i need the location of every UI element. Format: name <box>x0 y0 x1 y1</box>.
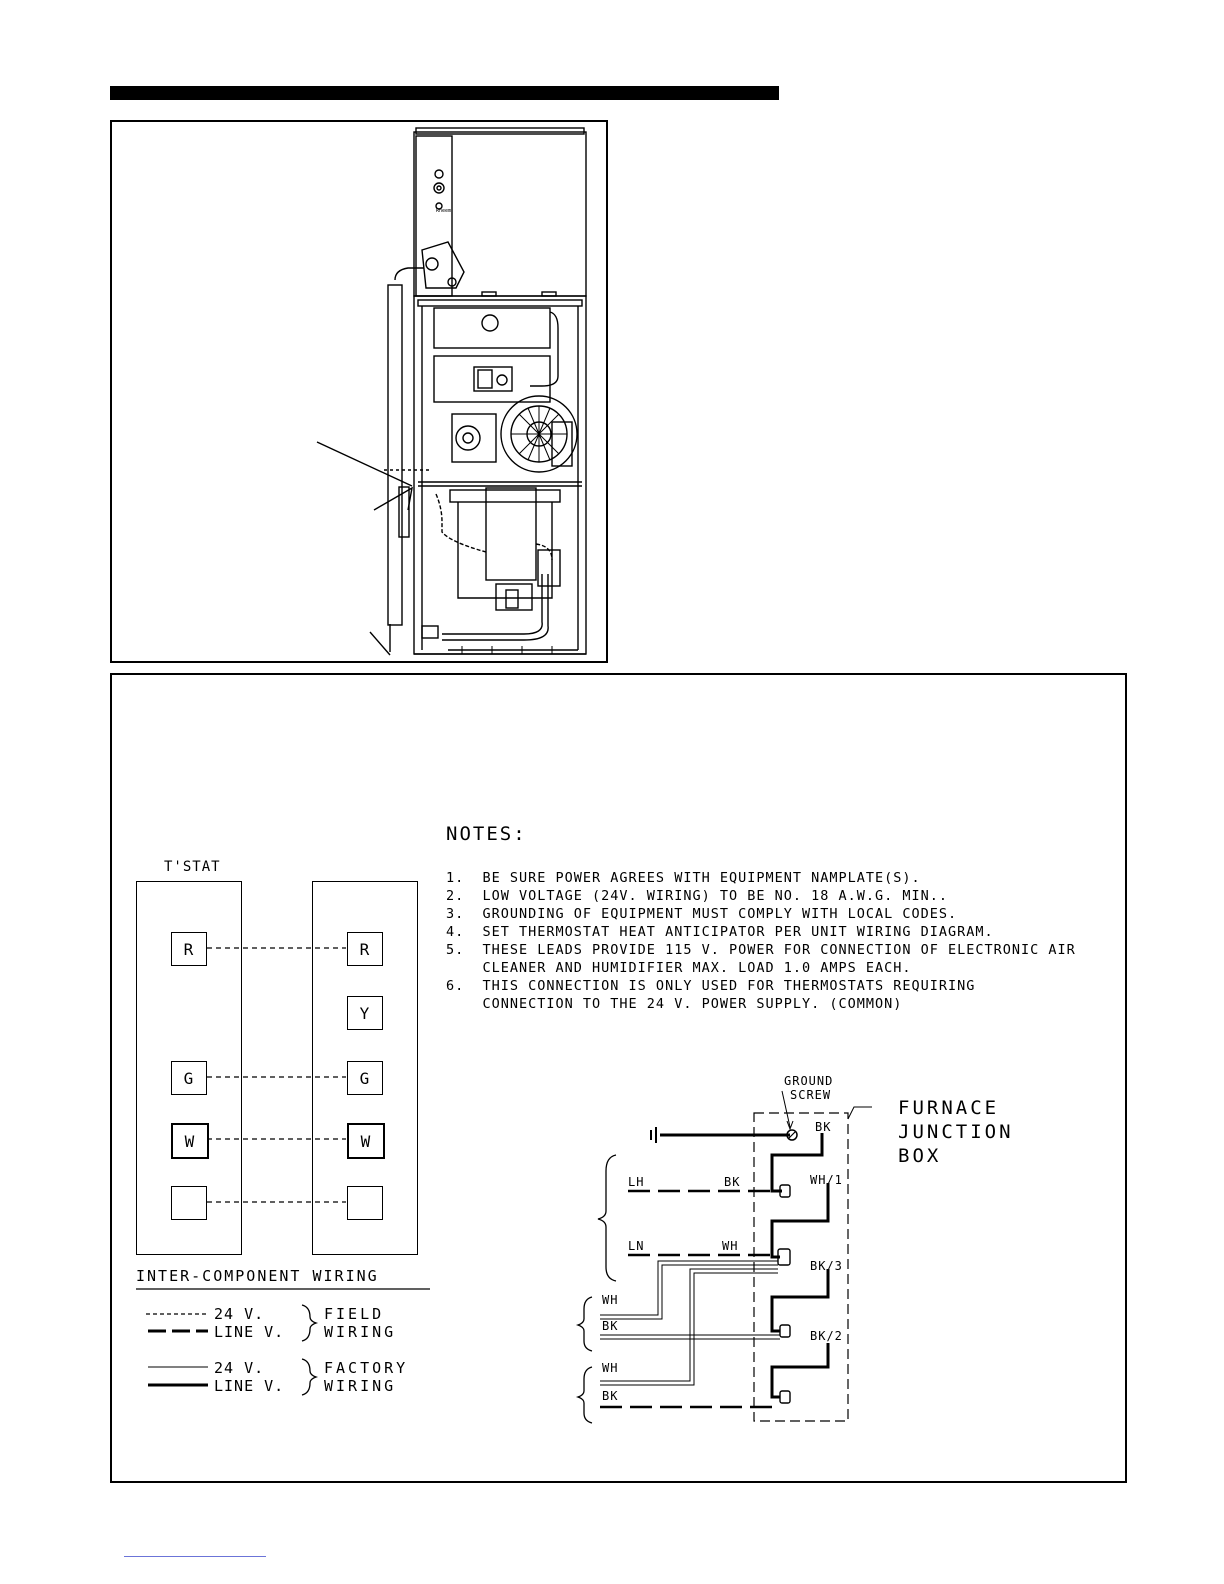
ground-screw-label: GROUND <box>784 1074 834 1088</box>
note-line: 5. THESE LEADS PROVIDE 115 V. POWER FOR … <box>446 942 1076 958</box>
note-line: 2. LOW VOLTAGE (24V. WIRING) TO BE NO. 1… <box>446 888 949 904</box>
note-line: CONNECTION TO THE 24 V. POWER SUPPLY. (C… <box>446 996 903 1012</box>
terminal-left-r[interactable]: R <box>171 932 207 966</box>
wire-nut-icon <box>777 1248 791 1266</box>
junction-box-label: JUNCTION <box>898 1121 1014 1143</box>
leader-line-1 <box>316 441 413 487</box>
terminal-right-r[interactable]: R <box>347 932 383 966</box>
terminal-left-g[interactable]: G <box>171 1061 207 1095</box>
supply-label-lh: LH <box>628 1175 645 1189</box>
junction-box-label: FURNACE <box>898 1097 1000 1119</box>
accessory-label-wh: WH <box>602 1361 619 1375</box>
thermostat-title: T'STAT <box>164 859 221 875</box>
note-line: CLEANER AND HUMIDIFIER MAX. LOAD 1.0 AMP… <box>446 960 912 976</box>
note-line: 3. GROUNDING OF EQUIPMENT MUST COMPLY WI… <box>446 906 958 922</box>
header-bar <box>110 86 779 100</box>
wire-label-bk2: BK/2 <box>810 1329 843 1343</box>
terminal-right-y[interactable]: Y <box>347 996 383 1030</box>
legend-factory-wiring: WIRING <box>324 1377 397 1395</box>
supply-label-ln: LN <box>628 1239 645 1253</box>
accessory-label-bk: BK <box>602 1319 619 1333</box>
notes-title: NOTES: <box>446 823 527 845</box>
wiring-diagram-frame: T'STAT R G W R Y G W <box>110 673 1127 1483</box>
wire-nut-icon <box>779 1324 791 1338</box>
leader-arrow-1 <box>373 486 413 511</box>
furnace-badge: Rheem <box>436 208 452 214</box>
thermostat-connectors <box>136 947 430 1396</box>
junction-box-schematic <box>575 1090 872 1424</box>
furnace-illustration <box>316 127 587 656</box>
wire-label-wh1: WH/1 <box>810 1173 843 1187</box>
legend-factory-label: FACTORY <box>324 1359 409 1377</box>
junction-box-outline <box>753 1112 849 1422</box>
supply-label-bk: BK <box>724 1175 741 1189</box>
thermostat-right-panel <box>312 881 418 1255</box>
note-line: 4. SET THERMOSTAT HEAT ANTICIPATOR PER U… <box>446 924 994 940</box>
leader-line-2 <box>369 631 391 656</box>
ground-screw-icon <box>786 1129 798 1141</box>
terminal-right-g[interactable]: G <box>347 1061 383 1095</box>
legend-title: INTER-COMPONENT WIRING <box>136 1267 379 1285</box>
legend-factory-24v: 24 V. <box>214 1359 265 1377</box>
accessory-label-wh: WH <box>602 1293 619 1307</box>
terminal-left-w[interactable]: W <box>171 1123 209 1159</box>
note-line: 1. BE SURE POWER AGREES WITH EQUIPMENT N… <box>446 870 921 886</box>
wire-label-bk3: BK/3 <box>810 1259 843 1273</box>
ground-screw-label: SCREW <box>790 1088 832 1102</box>
legend-field-linev: LINE V. <box>214 1323 285 1341</box>
legend-factory-linev: LINE V. <box>214 1377 285 1395</box>
legend-field-24v: 24 V. <box>214 1305 265 1323</box>
furnace-illustration-frame: Rheem <box>110 120 608 663</box>
terminal-right-c[interactable] <box>347 1186 383 1220</box>
thermostat-left-panel <box>136 881 242 1255</box>
supply-label-wh: WH <box>722 1239 739 1253</box>
note-line: 6. THIS CONNECTION IS ONLY USED FOR THER… <box>446 978 976 994</box>
legend-field-label: FIELD <box>324 1305 385 1323</box>
notes-list: 1. BE SURE POWER AGREES WITH EQUIPMENT N… <box>446 869 1076 1013</box>
terminal-left-c[interactable] <box>171 1186 207 1220</box>
wire-label-bk: BK <box>815 1120 832 1134</box>
legend-field-wiring: WIRING <box>324 1323 397 1341</box>
junction-box-label: BOX <box>898 1145 942 1167</box>
accessory-label-bk: BK <box>602 1389 619 1403</box>
terminal-right-w[interactable]: W <box>347 1123 385 1159</box>
footer-link-line[interactable] <box>124 1556 266 1557</box>
wire-nut-icon <box>779 1390 791 1404</box>
